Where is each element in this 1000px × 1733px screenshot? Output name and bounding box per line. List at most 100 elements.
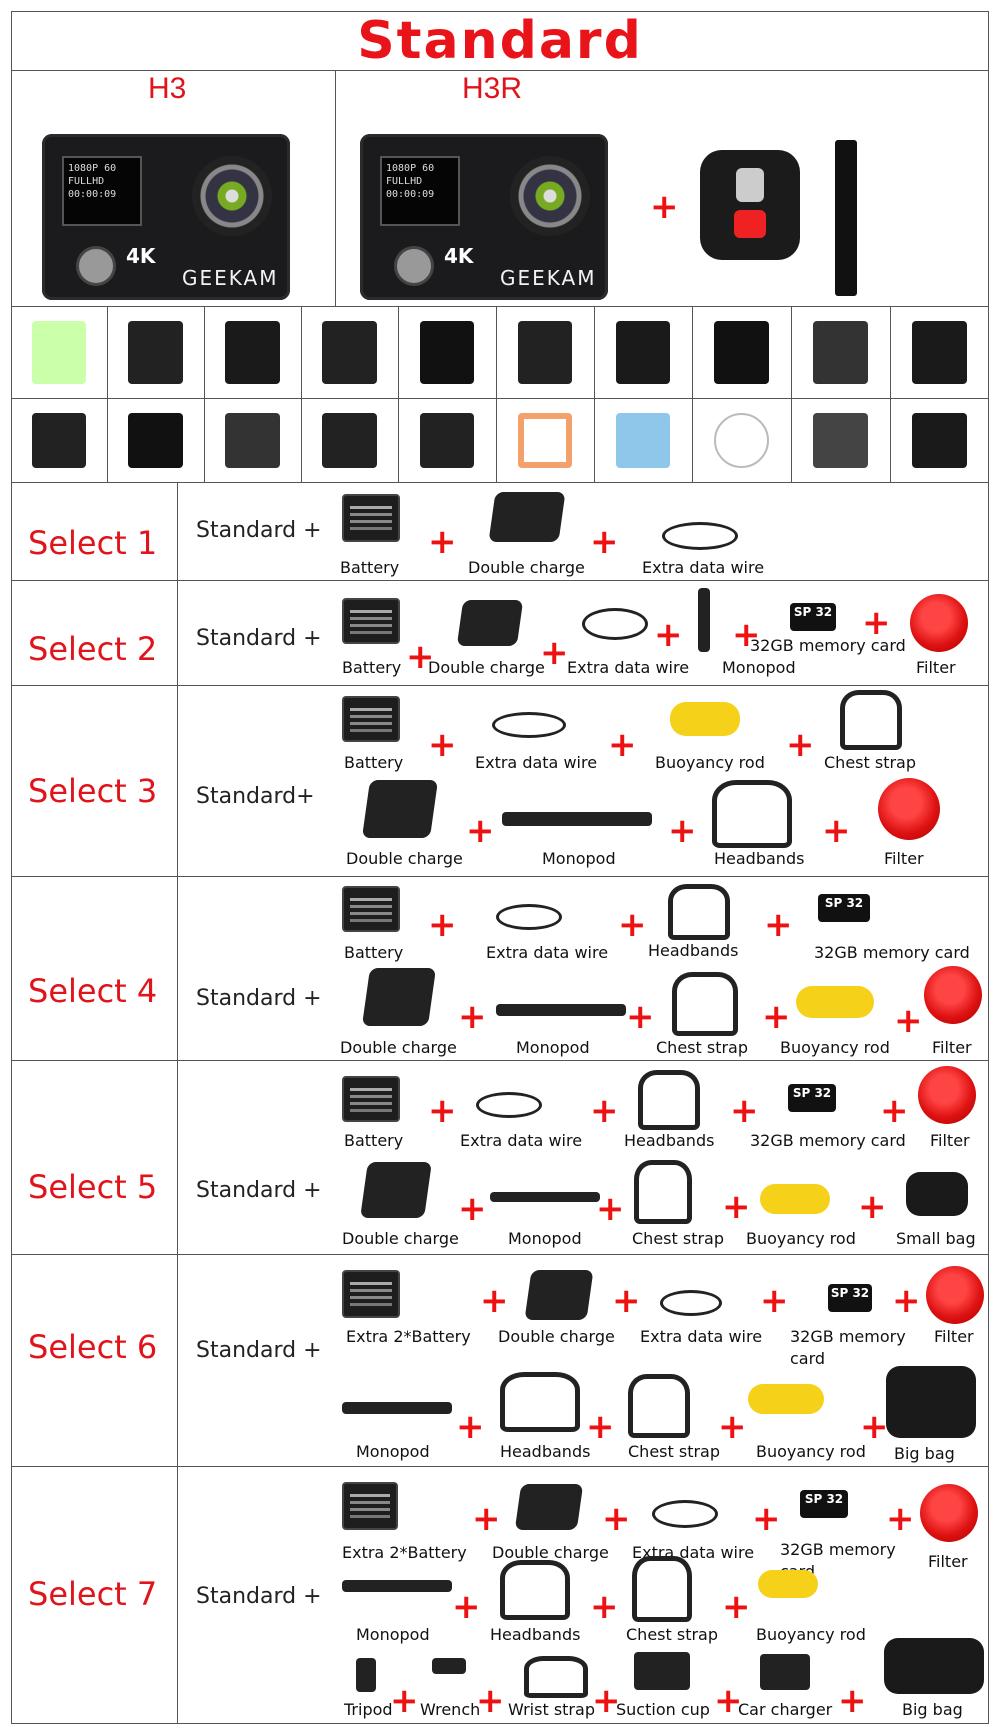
accessory-image <box>342 886 400 932</box>
item-label: Double charge <box>346 849 463 868</box>
accessory-image <box>924 966 982 1024</box>
item-label: Headbands <box>500 1442 591 1461</box>
accessory-image <box>662 522 738 550</box>
item-label: Suction cup <box>616 1700 710 1719</box>
accessory-image <box>342 1580 452 1592</box>
accessory-image <box>712 780 792 848</box>
camera-image-h3: 1080P 60 FULLHD 00:00:09 4K GEEKAM <box>42 134 290 300</box>
item-label: Headbands <box>648 941 739 960</box>
item-label: Extra data wire <box>567 658 690 677</box>
accessory-thumbnail <box>713 413 770 468</box>
plus-sign: + <box>760 1281 789 1321</box>
accessory-image <box>796 986 874 1018</box>
item-label: Extra data wire <box>460 1131 583 1150</box>
accessory-image <box>582 608 648 640</box>
plus-sign: + <box>466 811 495 851</box>
accessory-image <box>524 1656 588 1698</box>
accessory-thumbnail <box>419 321 475 384</box>
item-label: Headbands <box>714 849 805 868</box>
item-label: Monopod <box>356 1625 430 1644</box>
brand-logo: GEEKAM <box>182 266 279 290</box>
accessory-image <box>361 780 439 838</box>
accessory-thumbnail <box>911 413 968 468</box>
plus-sign: + <box>858 1187 887 1227</box>
accessory-image <box>670 702 740 736</box>
camera-screen: 1080P 60 FULLHD 00:00:09 <box>380 156 460 226</box>
accessory-image <box>634 1160 692 1224</box>
lens-icon <box>192 156 272 236</box>
item-label: Battery <box>344 943 404 962</box>
accessory-image <box>524 1270 594 1320</box>
divider <box>11 70 989 71</box>
accessory-image <box>490 1192 600 1202</box>
item-label: Double charge <box>428 658 545 677</box>
plus-sign: + <box>752 1499 781 1539</box>
model-name-h3r: H3R <box>462 72 523 105</box>
accessory-image <box>638 1070 700 1130</box>
plus-sign: + <box>892 1281 921 1321</box>
page-title: Standard <box>357 11 643 71</box>
standard-label: Standard + <box>196 986 322 1011</box>
accessory-image <box>926 1266 984 1324</box>
divider <box>594 399 595 482</box>
item-label: Double charge <box>498 1327 615 1346</box>
divider <box>11 580 989 581</box>
accessory-thumbnail <box>615 321 671 384</box>
accessory-image <box>760 1654 810 1690</box>
divider <box>11 1466 989 1467</box>
standard-label: Standard + <box>196 518 322 543</box>
divider <box>177 482 178 1724</box>
item-label: 32GB memory card <box>750 1131 906 1150</box>
divider <box>398 307 399 398</box>
divider <box>11 1060 989 1061</box>
accessory-thumbnail <box>225 413 280 468</box>
accessory-image <box>360 1162 432 1218</box>
accessory-image <box>492 712 566 738</box>
accessory-thumbnail <box>812 413 869 468</box>
accessory-thumbnail <box>32 413 86 468</box>
accessory-image <box>672 972 738 1036</box>
select-6-label: Select 6 <box>28 1328 158 1366</box>
item-label: 32GB memory card <box>814 943 970 962</box>
plus-sign: + <box>880 1091 909 1131</box>
item-label: Extra data wire <box>475 753 598 772</box>
accessory-image <box>906 1172 968 1216</box>
item-label: card <box>790 1349 826 1368</box>
plus-sign: + <box>886 1499 915 1539</box>
accessory-image <box>884 1638 984 1694</box>
wrist-strap-image <box>835 140 857 296</box>
item-label: Monopod <box>542 849 616 868</box>
divider <box>398 399 399 482</box>
plus-sign: + <box>586 1407 615 1447</box>
item-label: Filter <box>930 1131 970 1150</box>
brand-logo: GEEKAM <box>500 266 597 290</box>
item-label: Buoyancy rod <box>756 1625 866 1644</box>
accessory-image <box>668 884 730 940</box>
item-label: Headbands <box>490 1625 581 1644</box>
plus-sign: + <box>590 522 619 562</box>
standard-label: Standard + <box>196 1584 322 1609</box>
accessory-image <box>342 1482 398 1530</box>
standard-label: Standard + <box>196 1338 322 1363</box>
item-label: Headbands <box>624 1131 715 1150</box>
item-label: Extra data wire <box>486 943 609 962</box>
plus-sign: + <box>762 997 791 1037</box>
item-label: 32GB memory <box>790 1327 906 1346</box>
divider <box>11 876 989 877</box>
divider <box>496 399 497 482</box>
accessory-image: SP 32 <box>790 603 836 631</box>
divider <box>890 307 891 398</box>
select-2-label: Select 2 <box>28 630 158 668</box>
accessory-image <box>920 1484 978 1542</box>
accessory-thumbnail <box>713 321 770 384</box>
accessory-thumbnail <box>225 321 280 384</box>
item-label: Buoyancy rod <box>756 1442 866 1461</box>
item-label: Double charge <box>468 558 585 577</box>
divider <box>791 307 792 398</box>
item-label: Filter <box>916 658 956 677</box>
accessory-thumbnail <box>517 321 573 384</box>
plus-sign: + <box>714 1681 743 1721</box>
accessory-image <box>910 594 968 652</box>
accessory-image: SP 32 <box>828 1284 872 1312</box>
item-label: Double charge <box>492 1543 609 1562</box>
